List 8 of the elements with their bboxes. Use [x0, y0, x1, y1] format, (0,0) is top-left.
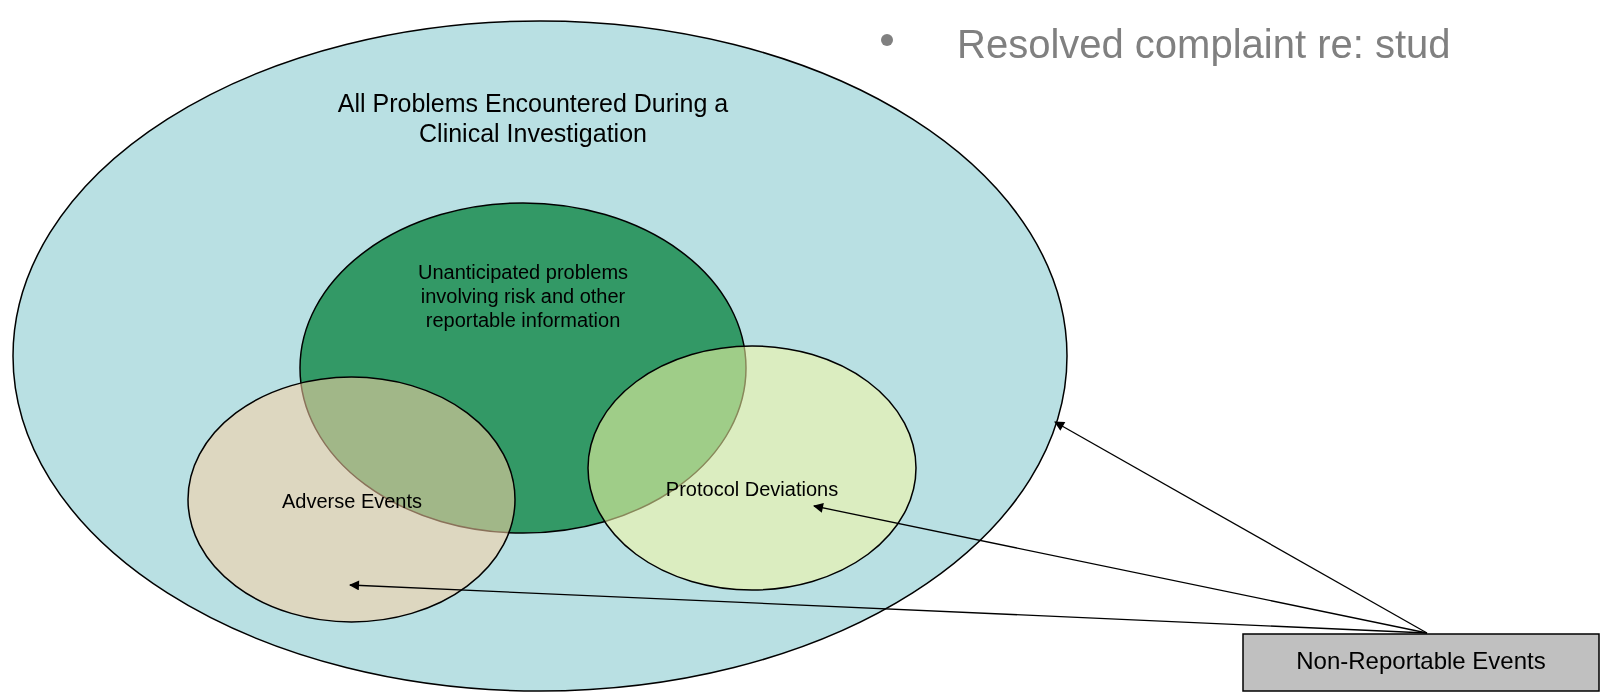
- region-label: Protocol Deviations: [664, 477, 840, 501]
- arrow: [1054, 421, 1428, 634]
- bullet-text: Resolved complaint re: stud: [957, 22, 1451, 66]
- box-label: Non-Reportable Events: [1295, 647, 1547, 676]
- region-label: All Problems Encountered During a Clinical Investigation: [336, 88, 730, 148]
- arrow: [349, 580, 1428, 634]
- region-label: Unanticipated problems involving risk and other reportable information: [416, 260, 630, 332]
- region-label: Adverse Events: [280, 489, 424, 513]
